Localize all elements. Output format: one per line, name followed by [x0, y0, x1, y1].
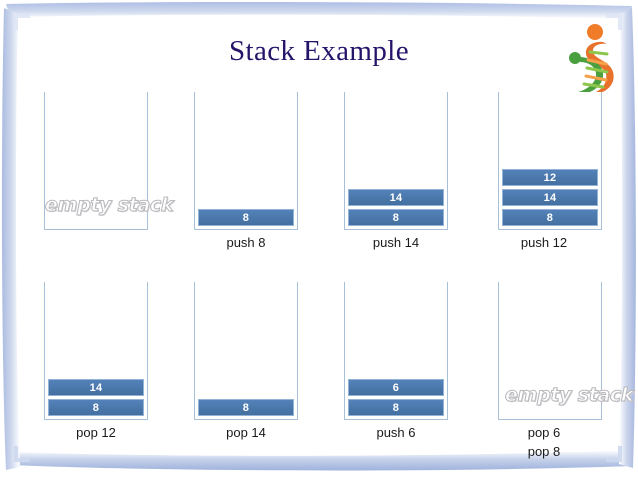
- stack-container: 14 8: [44, 282, 148, 420]
- stack-block: 8: [48, 399, 144, 416]
- empty-stack-label: empty stack: [504, 383, 634, 407]
- stack-caption: pop 14: [182, 424, 310, 443]
- page-title: Stack Example: [229, 35, 409, 67]
- stack-caption: push 8: [182, 234, 310, 253]
- stack-cell-5: 8 pop 14: [194, 282, 312, 464]
- stack-cell-7: empty stack pop 6 pop 8: [492, 282, 634, 464]
- stack-container: 6 8: [344, 282, 448, 420]
- stack-block: 8: [348, 399, 444, 416]
- stack-block: 6: [348, 379, 444, 396]
- stack-caption: push 14: [332, 234, 460, 253]
- caption-line: pop 6: [527, 425, 561, 440]
- caption-line: push 12: [520, 235, 568, 250]
- empty-stack-label: empty stack: [44, 193, 174, 217]
- stack-cell-4: 14 8 pop 12: [44, 282, 162, 464]
- stack-block: 12: [502, 169, 598, 186]
- caption-line: pop 12: [76, 425, 116, 440]
- stack-caption: pop 12: [32, 424, 160, 443]
- stack-container: empty stack: [498, 282, 634, 420]
- stack-container: 14 8: [344, 92, 448, 230]
- caption-line: push 14: [372, 235, 420, 250]
- stack-block: 14: [502, 189, 598, 206]
- stack-cell-6: 6 8 push 6: [344, 282, 462, 464]
- stack-diagram: empty stack 8 push 8: [44, 92, 634, 464]
- stack-container: 12 14 8: [498, 92, 602, 230]
- stack-cell-0: empty stack: [44, 92, 174, 274]
- stack-cell-3: 12 14 8 push 12: [492, 92, 610, 274]
- stack-container: 8: [194, 92, 298, 230]
- stack-block: 8: [198, 209, 294, 226]
- stack-items: 6 8: [348, 379, 444, 416]
- stack-items: 12 14 8: [502, 169, 598, 226]
- stack-caption: push 6: [332, 424, 460, 443]
- stack-caption: push 12: [480, 234, 608, 253]
- stack-block: 8: [198, 399, 294, 416]
- bottom-row: 14 8 pop 12 8 pop 14: [44, 282, 634, 464]
- stack-items: 8: [198, 399, 294, 416]
- empty-line-2: stack: [577, 383, 634, 406]
- stack-items: 14 8: [48, 379, 144, 416]
- empty-line-1: empty: [44, 193, 112, 216]
- stack-block: 8: [348, 209, 444, 226]
- empty-line-1: empty: [504, 383, 572, 406]
- stack-caption: pop 6 pop 8: [480, 424, 608, 462]
- stack-cell-1: 8 push 8: [194, 92, 312, 274]
- caption-line: push 6: [376, 425, 416, 440]
- stack-container: 8: [194, 282, 298, 420]
- stack-block: 8: [502, 209, 598, 226]
- empty-line-2: stack: [117, 193, 174, 216]
- top-row: empty stack 8 push 8: [44, 92, 606, 274]
- caption-line: pop 14: [226, 425, 266, 440]
- stack-container: empty stack: [44, 92, 174, 230]
- stack-block: 14: [48, 379, 144, 396]
- stack-items: 8: [198, 209, 294, 226]
- stack-cell-2: 14 8 push 14: [344, 92, 462, 274]
- dna-helix-logo: [562, 22, 624, 96]
- stack-items: 14 8: [348, 189, 444, 226]
- stack-block: 14: [348, 189, 444, 206]
- caption-line: pop 8: [527, 443, 561, 459]
- caption-line: push 8: [226, 235, 266, 250]
